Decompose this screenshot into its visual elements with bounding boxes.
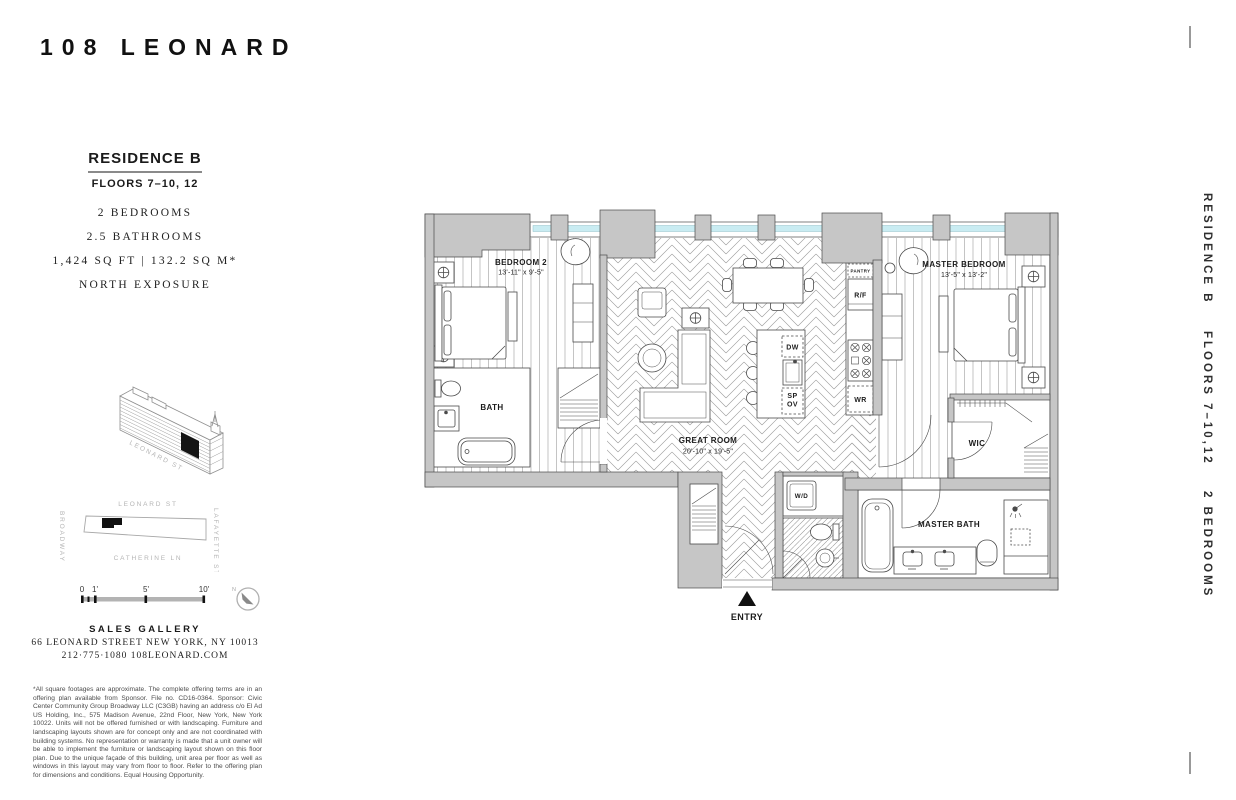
great-room-furniture bbox=[637, 258, 814, 423]
furniture bbox=[432, 238, 1049, 579]
map-street-top: LEONARD ST bbox=[118, 501, 178, 508]
ov-label: OV bbox=[787, 402, 798, 409]
spec-area: 1,424 SQ FT | 132.2 SQ M* bbox=[52, 255, 238, 267]
edge-sidebar: RESIDENCE B FLOORS 7–10,12 2 BEDROOMS bbox=[1194, 193, 1220, 599]
compass-icon: N bbox=[232, 587, 260, 611]
city-block-outline bbox=[83, 515, 207, 541]
sidebar-bedrooms: 2 BEDROOMS bbox=[1201, 491, 1213, 599]
sidebar-floors: FLOORS 7–10,12 bbox=[1201, 330, 1213, 466]
scale-1ft: 1' bbox=[92, 585, 98, 594]
great-room-label: GREAT ROOM bbox=[679, 436, 738, 445]
dw-label: DW bbox=[786, 345, 798, 352]
north-label: N bbox=[232, 587, 236, 593]
residence-title: RESIDENCE B bbox=[88, 150, 202, 167]
powder-fixtures bbox=[782, 523, 840, 579]
rooftop-details bbox=[132, 386, 221, 436]
building-illustration: LEONARD ST bbox=[119, 386, 224, 475]
master-lounge-chair bbox=[898, 247, 929, 275]
dining-table bbox=[732, 267, 804, 304]
door-swings bbox=[560, 414, 993, 575]
pantry-label: PANTRY bbox=[851, 269, 871, 274]
entry-label: ENTRY bbox=[731, 612, 763, 622]
bedroom2-dims: 13'-11" x 9'-5" bbox=[498, 270, 544, 277]
wr-label: WR bbox=[854, 397, 866, 404]
legal-disclaimer: *All square footages are approximate. Th… bbox=[33, 686, 262, 779]
crop-tick-bottom bbox=[1189, 752, 1191, 774]
map-street-bottom: CATHERINE LN bbox=[114, 555, 183, 562]
floor-plan: BEDROOM 2 13'-11" x 9'-5" BATH GREAT ROO… bbox=[424, 209, 1059, 622]
lounge-chair bbox=[560, 238, 591, 266]
brand-logo: 108 LEONARD bbox=[40, 34, 298, 60]
scale-bar-track bbox=[82, 597, 204, 602]
rf-label: R/F bbox=[854, 293, 867, 300]
building-location-marker bbox=[102, 518, 122, 528]
sidebar-residence: RESIDENCE B bbox=[1201, 193, 1213, 305]
sp-label: SP bbox=[787, 393, 797, 400]
highlighted-floors bbox=[181, 432, 199, 459]
master-bedroom-furniture bbox=[881, 247, 1046, 389]
bath-fixtures bbox=[433, 379, 516, 466]
sales-gallery-title: SALES GALLERY bbox=[89, 624, 201, 635]
linen-closet bbox=[557, 367, 601, 429]
map-street-right: LAFAYETTE ST bbox=[212, 508, 219, 572]
master-bath-label: MASTER BATH bbox=[918, 520, 980, 529]
entry-arrow-icon bbox=[738, 591, 756, 606]
bedroom2-label: BEDROOM 2 bbox=[495, 258, 547, 267]
scale-5ft: 5' bbox=[143, 585, 149, 594]
scale-bar: 0 1' 5' 10' N bbox=[80, 585, 260, 611]
scale-0: 0 bbox=[80, 585, 85, 594]
spec-bedrooms: 2 BEDROOMS bbox=[97, 207, 193, 219]
north-arrow-icon bbox=[241, 592, 254, 605]
sales-gallery-contact: 212·775·1080 108LEONARD.COM bbox=[61, 651, 229, 661]
map-street-left: BROADWAY bbox=[58, 511, 65, 563]
entry-closet bbox=[689, 483, 719, 545]
washer-dryer bbox=[786, 480, 817, 511]
residence-floors: FLOORS 7–10, 12 bbox=[91, 178, 199, 190]
wic-shelving bbox=[957, 399, 1049, 473]
spec-exposure: NORTH EXPOSURE bbox=[78, 279, 212, 291]
scale-10ft: 10' bbox=[199, 585, 210, 594]
master-bedroom-label: MASTER BEDROOM bbox=[922, 260, 1005, 269]
master-bath-fixtures bbox=[861, 498, 1049, 575]
kitchen-island bbox=[746, 329, 806, 419]
plan-labels: BEDROOM 2 13'-11" x 9'-5" BATH GREAT ROO… bbox=[480, 258, 1005, 622]
wic-label: WIC bbox=[969, 439, 986, 448]
spec-bathrooms: 2.5 BATHROOMS bbox=[86, 231, 204, 243]
sales-gallery-block: SALES GALLERY 66 LEONARD STREET NEW YORK… bbox=[18, 624, 272, 661]
bath-label: BATH bbox=[480, 403, 503, 412]
linen-shelves bbox=[559, 373, 599, 421]
site-map: LEONARD ST CATHERINE LN BROADWAY LAFAYET… bbox=[58, 501, 219, 572]
great-room-dims: 20'-10" x 19'-5" bbox=[683, 449, 733, 456]
wic-room bbox=[951, 397, 1051, 479]
title-rule bbox=[88, 171, 202, 173]
bedroom2-furniture bbox=[432, 238, 594, 368]
crop-tick-top bbox=[1189, 26, 1191, 48]
wd-label: W/D bbox=[795, 493, 808, 500]
info-panel: RESIDENCE B FLOORS 7–10, 12 2 BEDROOMS 2… bbox=[30, 150, 260, 291]
sales-gallery-address: 66 LEONARD STREET NEW YORK, NY 10013 bbox=[31, 638, 259, 648]
master-bedroom-dims: 13'-5" x 13'-2" bbox=[941, 272, 987, 279]
